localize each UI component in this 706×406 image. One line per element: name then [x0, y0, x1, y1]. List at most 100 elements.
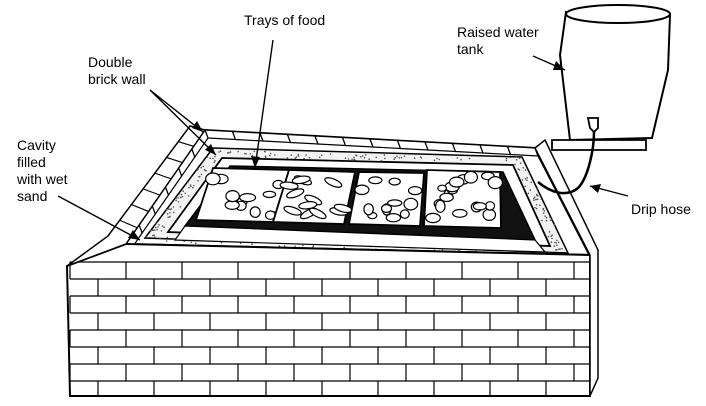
- sand-grain: [515, 156, 517, 158]
- sand-grain: [533, 197, 535, 200]
- sand-grain: [553, 245, 556, 247]
- tray-3: [347, 171, 425, 227]
- sand-grain: [551, 234, 553, 236]
- sand-grain: [514, 163, 516, 166]
- food-piece: [448, 176, 465, 188]
- sand-grain: [278, 245, 281, 247]
- food-piece: [249, 206, 261, 218]
- sand-grain: [398, 157, 401, 159]
- sand-grain: [219, 150, 222, 152]
- label-trays-text: Trays of food: [244, 12, 326, 28]
- sand-grain: [175, 199, 177, 202]
- sand-grain: [548, 216, 551, 218]
- sand-grain: [166, 213, 169, 215]
- sand-grain: [186, 181, 189, 184]
- food-piece: [387, 199, 403, 207]
- food-piece: [298, 201, 318, 210]
- food-piece: [472, 202, 487, 211]
- left-brick-joint: [166, 156, 183, 164]
- sand-grain: [155, 226, 157, 229]
- sand-grain: [249, 153, 252, 155]
- sand-grain: [359, 156, 362, 158]
- sand-grain: [550, 235, 552, 238]
- sand-grain: [184, 192, 186, 195]
- sand-grain: [297, 155, 300, 157]
- sand-grain: [172, 206, 175, 208]
- sand-grain: [283, 245, 286, 247]
- food-piece: [324, 177, 343, 188]
- sand-grain: [160, 230, 163, 232]
- sand-grain: [344, 157, 347, 159]
- rim-brick-back: [341, 136, 374, 148]
- sand-grain: [527, 192, 530, 195]
- sand-grain: [530, 181, 533, 184]
- sand-grain: [173, 238, 175, 240]
- label-cavity-line-4: sand: [17, 188, 48, 204]
- food-piece: [283, 205, 302, 216]
- sand-grain: [153, 229, 156, 231]
- sand-grain: [269, 152, 272, 155]
- food-piece: [262, 190, 277, 199]
- food-piece: [286, 188, 305, 199]
- sand-grain: [505, 157, 508, 160]
- sand-grain: [251, 243, 253, 245]
- sand-grain: [545, 217, 548, 219]
- sand-grain: [269, 154, 271, 157]
- food-piece: [439, 192, 454, 203]
- rim-brick-back: [479, 144, 512, 156]
- sand-grain: [190, 185, 192, 188]
- sand-grain: [169, 208, 171, 211]
- sand-grain: [505, 159, 508, 162]
- sand-grain: [536, 198, 539, 200]
- sand-grain: [518, 157, 521, 160]
- sand-grain: [158, 224, 160, 226]
- sand-grain: [540, 198, 543, 201]
- sand-grain: [519, 162, 522, 164]
- label-cavity-wet-sand: Cavity filled with wet sand: [17, 137, 68, 205]
- sand-grain: [509, 156, 512, 159]
- sand-grain: [187, 195, 190, 197]
- sand-grain: [159, 237, 161, 240]
- sand-grain: [526, 179, 528, 182]
- sand-grain: [544, 215, 546, 217]
- label-cavity-line-1: Cavity: [17, 137, 56, 153]
- arrowhead-tank: [553, 61, 565, 70]
- sand-grain: [441, 249, 444, 251]
- food-piece: [309, 207, 327, 220]
- sand-grain: [156, 228, 158, 231]
- sand-grain: [468, 157, 471, 160]
- sand-grain: [178, 193, 181, 195]
- sand-grain: [149, 236, 151, 239]
- sand-grain: [375, 156, 378, 159]
- sand-grain: [543, 210, 546, 212]
- food-piece: [407, 186, 423, 196]
- sand-grain: [320, 154, 323, 157]
- sand-grain: [195, 242, 197, 244]
- sand-grain: [364, 154, 367, 156]
- leader-cavity: [57, 195, 141, 241]
- leader-double-2: [149, 89, 217, 156]
- sand-grain: [202, 160, 204, 163]
- sand-grain: [166, 236, 169, 239]
- sand-grain: [214, 155, 216, 158]
- sand-grain: [542, 212, 545, 214]
- sand-grain: [163, 226, 165, 228]
- sand-grain: [547, 235, 550, 238]
- sand-grain: [555, 249, 557, 251]
- sand-grain: [172, 211, 175, 214]
- sand-grain: [153, 236, 156, 238]
- label-drip-hose: Drip hose: [631, 201, 691, 218]
- sand-grain: [393, 158, 396, 160]
- sand-grain: [524, 169, 527, 171]
- sand-grain: [456, 157, 459, 159]
- sand-grain: [169, 212, 171, 214]
- tray-2: [271, 169, 357, 225]
- label-raised-water-tank: Raised water tank: [457, 24, 539, 58]
- sand-grain: [190, 241, 193, 244]
- sand-grain: [308, 156, 311, 159]
- rim-brick-back: [451, 142, 484, 154]
- inner-wall-front: [173, 225, 547, 253]
- sand-grain: [305, 154, 308, 156]
